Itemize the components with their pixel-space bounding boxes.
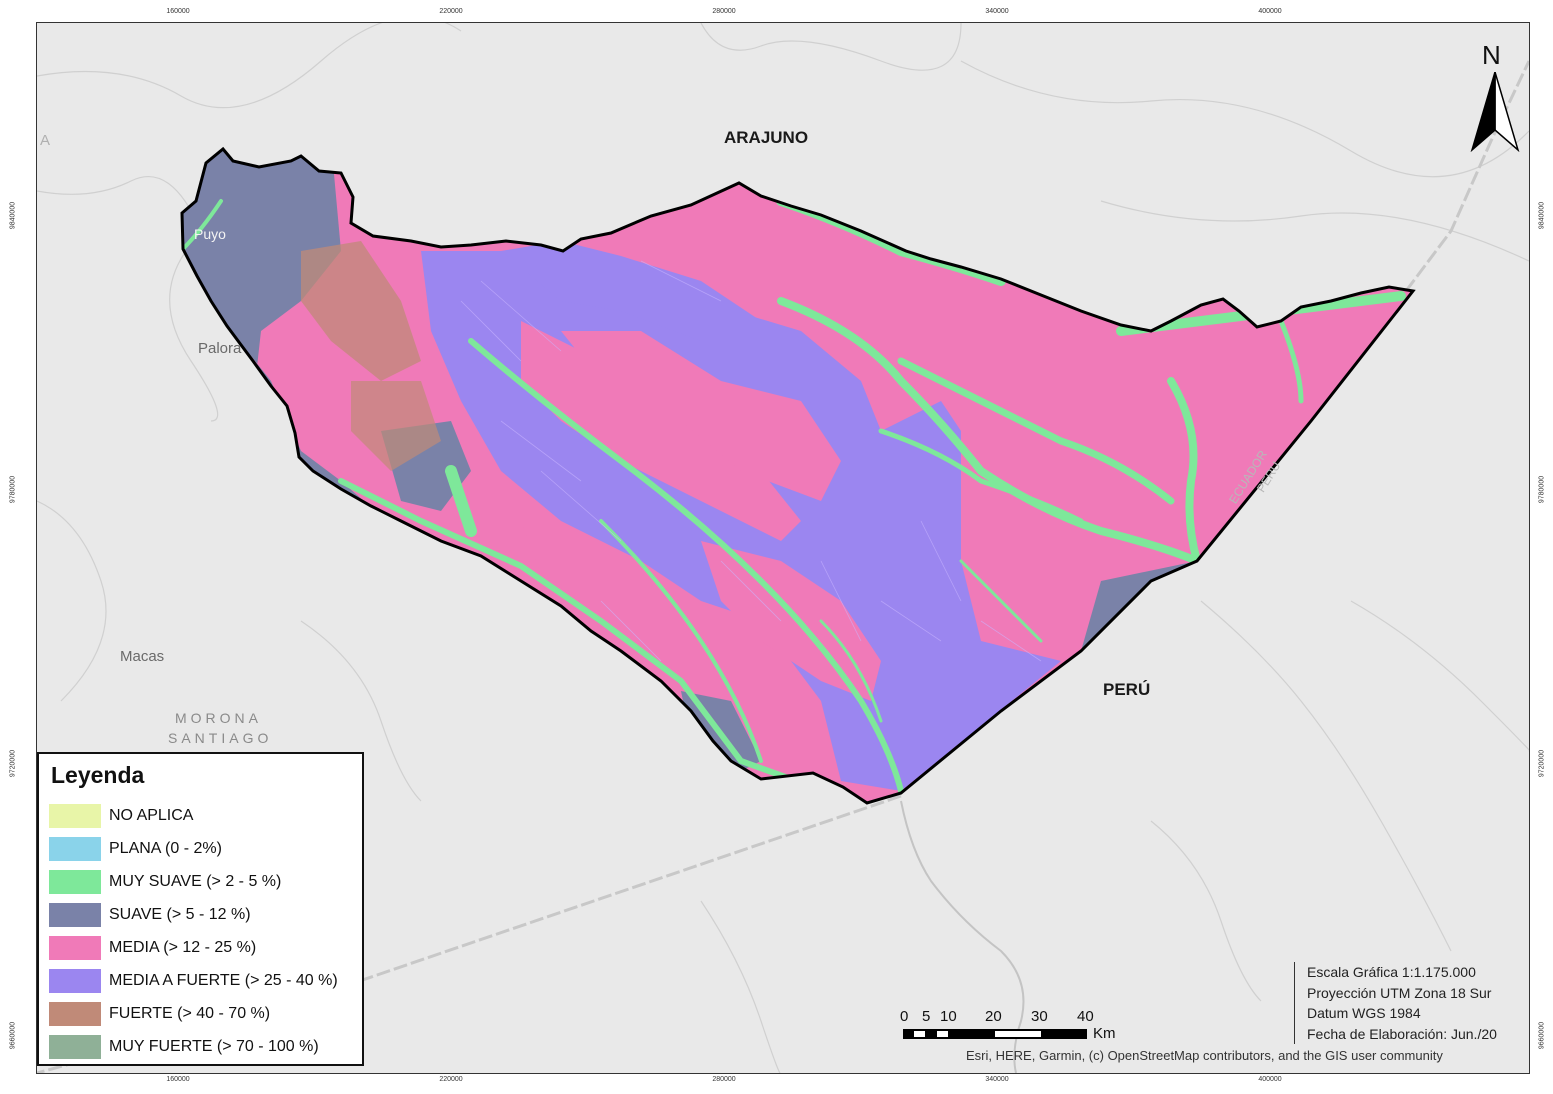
- tick-top-160000: 160000: [166, 8, 190, 15]
- north-label: N: [1482, 40, 1501, 70]
- label-arajuno: ARAJUNO: [724, 128, 809, 147]
- legend-label: MUY SUAVE (> 2 - 5 %): [109, 873, 282, 890]
- tick-bottom-280000: 280000: [712, 1076, 736, 1083]
- scale-bar-graphic: [903, 1029, 1087, 1039]
- label-santiago: SANTIAGO: [168, 730, 273, 746]
- tick-right-9840000: 9840000: [1538, 201, 1546, 230]
- legend-item: PLANA (0 - 2%): [49, 837, 361, 863]
- legend-swatch: [49, 903, 101, 927]
- legend-swatch: [49, 936, 101, 960]
- basemap-lines: [37, 23, 1529, 1073]
- scale-tick-40: 40: [1077, 1008, 1094, 1025]
- legend-title: Leyenda: [51, 762, 145, 788]
- info-date: Fecha de Elaboración: Jun./20: [1307, 1025, 1497, 1042]
- tick-left-9720000: 9720000: [9, 749, 17, 778]
- tick-right-9780000: 9780000: [1538, 475, 1546, 504]
- tick-left-9840000: 9840000: [9, 201, 17, 230]
- legend-item: SUAVE (> 5 - 12 %): [49, 903, 361, 929]
- legend-item: MUY SUAVE (> 2 - 5 %): [49, 870, 361, 896]
- tick-right-9660000: 9660000: [1538, 1021, 1546, 1050]
- info-datum: Datum WGS 1984: [1307, 1005, 1421, 1021]
- tick-top-400000: 400000: [1258, 8, 1282, 15]
- tick-top-220000: 220000: [439, 8, 463, 15]
- legend-label: MEDIA A FUERTE (> 25 - 40 %): [109, 972, 338, 989]
- tick-right-9720000: 9720000: [1538, 749, 1546, 778]
- info-projection: Proyección UTM Zona 18 Sur: [1307, 984, 1492, 1001]
- label-morona: MORONA: [175, 710, 262, 726]
- legend-item: FUERTE (> 40 - 70 %): [49, 1002, 361, 1028]
- north-arrow: N: [1470, 40, 1520, 152]
- legend-label: NO APLICA: [109, 807, 194, 824]
- attribution: Esri, HERE, Garmin, (c) OpenStreetMap co…: [966, 1048, 1443, 1063]
- scale-tick-0: 0: [900, 1008, 909, 1025]
- north-arrow-icon: [1470, 72, 1520, 152]
- scale-unit: Km: [1093, 1025, 1116, 1042]
- tick-bottom-400000: 400000: [1258, 1076, 1282, 1083]
- label-palora: Palora: [198, 340, 242, 357]
- label-puyo: Puyo: [194, 226, 226, 242]
- scale-bar: 0 5 10 20 30 40 Km: [895, 1008, 1135, 1048]
- legend-label: MUY FUERTE (> 70 - 100 %): [109, 1038, 319, 1055]
- tick-bottom-160000: 160000: [166, 1076, 190, 1083]
- legend-label: SUAVE (> 5 - 12 %): [109, 906, 251, 923]
- legend-item: NO APLICA: [49, 804, 361, 830]
- label-peru: PERÚ: [1103, 680, 1151, 699]
- legend-swatch: [49, 837, 101, 861]
- label-macas: Macas: [120, 648, 165, 665]
- legend-item: MEDIA A FUERTE (> 25 - 40 %): [49, 969, 361, 995]
- tick-left-9780000: 9780000: [9, 475, 17, 504]
- tick-top-340000: 340000: [985, 8, 1009, 15]
- legend-item: MUY FUERTE (> 70 - 100 %): [49, 1035, 361, 1061]
- legend-item: MEDIA (> 12 - 25 %): [49, 936, 361, 962]
- legend-swatch: [49, 1002, 101, 1026]
- legend-swatch: [49, 804, 101, 828]
- map-canvas[interactable]: [37, 23, 1529, 1073]
- legend-label: MEDIA (> 12 - 25 %): [109, 939, 257, 956]
- tick-bottom-220000: 220000: [439, 1076, 463, 1083]
- legend-swatch: [49, 969, 101, 993]
- scale-tick-5: 5: [922, 1008, 931, 1025]
- tick-bottom-340000: 340000: [985, 1076, 1009, 1083]
- legend-label: FUERTE (> 40 - 70 %): [109, 1005, 271, 1022]
- scale-tick-20: 20: [985, 1008, 1002, 1025]
- legend-swatch: [49, 870, 101, 894]
- map-info: Escala Gráfica 1:1.175.000 Proyección UT…: [1294, 962, 1497, 1044]
- scale-tick-30: 30: [1031, 1008, 1048, 1025]
- scale-tick-10: 10: [940, 1008, 957, 1025]
- legend-swatch: [49, 1035, 101, 1059]
- legend-label: PLANA (0 - 2%): [109, 840, 222, 857]
- label-edge: A: [40, 132, 51, 149]
- legend: Leyenda NO APLICA PLANA (0 - 2%) MUY SUA…: [37, 752, 364, 1066]
- tick-left-9660000: 9660000: [9, 1021, 17, 1050]
- tick-top-280000: 280000: [712, 8, 736, 15]
- info-scale: Escala Gráfica 1:1.175.000: [1307, 964, 1476, 980]
